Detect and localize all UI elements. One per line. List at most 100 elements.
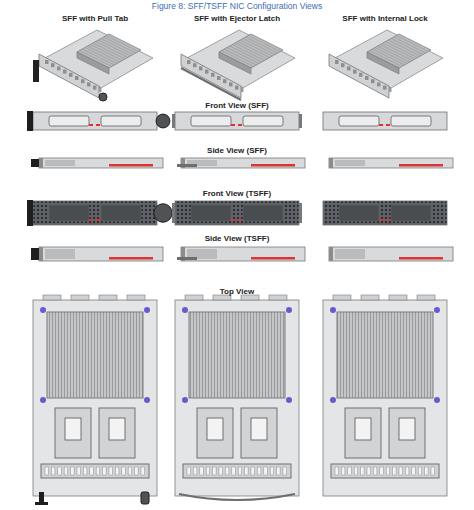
vent-slot — [51, 467, 55, 475]
edge-tab — [71, 295, 89, 300]
front-view — [27, 200, 172, 226]
top-view — [175, 295, 299, 500]
vent-hole — [341, 63, 345, 67]
card-outline — [175, 300, 299, 496]
vent-slot — [128, 467, 132, 475]
gold-finger — [251, 164, 295, 167]
card-side — [329, 158, 453, 168]
port-cage — [339, 205, 379, 221]
figure-title: Figure 8: SFF/TSFF NIC Configuration Vie… — [37, 1, 437, 11]
view-label: Side View (SFF) — [162, 146, 312, 155]
vent-slot — [77, 467, 81, 475]
isometric-card — [181, 30, 295, 100]
port-cage — [243, 116, 283, 126]
bracket-edge — [39, 158, 43, 168]
vent-slot — [122, 467, 126, 475]
thumb-screw — [154, 204, 172, 222]
vent-hole — [75, 76, 79, 80]
vent-slot — [219, 467, 223, 475]
vent-slot — [412, 467, 416, 475]
mount-screw — [144, 397, 150, 403]
heatsink — [337, 312, 433, 398]
vent-hole — [81, 79, 85, 83]
port-latch — [65, 418, 81, 440]
view-label: Front View (TSFF) — [162, 189, 312, 198]
vent-hole — [347, 66, 351, 70]
mount-screw — [286, 397, 292, 403]
thumb-screw — [156, 114, 170, 128]
port-cage — [101, 205, 141, 221]
port-cage — [197, 408, 233, 458]
pull-tab — [27, 111, 33, 131]
vent-hole — [45, 60, 49, 64]
heatsink — [189, 312, 285, 398]
front-bracket — [39, 54, 99, 98]
led — [238, 219, 242, 221]
vent-slot — [103, 467, 107, 475]
isometric-card — [33, 30, 153, 101]
front-bracket — [181, 54, 241, 98]
vent-slot — [135, 467, 139, 475]
bracket-face — [323, 112, 447, 130]
column-heading: SFF with Pull Tab — [20, 14, 170, 23]
led — [379, 124, 383, 126]
port-cage — [391, 205, 431, 221]
vent-slot — [45, 467, 49, 475]
vent-hole — [87, 82, 91, 86]
bracket-edge — [329, 158, 333, 168]
led — [386, 124, 390, 126]
led — [89, 124, 93, 126]
edge-tab — [269, 295, 287, 300]
heatsink-fin — [248, 36, 280, 52]
view-label: Top View — [162, 287, 312, 296]
vent-hole — [193, 63, 197, 67]
side-view — [31, 158, 163, 168]
pull-tab — [35, 502, 48, 505]
vent-slot — [232, 467, 236, 475]
vent-hole — [205, 70, 209, 74]
heatsink-fin — [396, 36, 428, 52]
vent-slot — [238, 467, 242, 475]
heatsink-fin — [394, 37, 426, 53]
vent-slot — [257, 467, 261, 475]
mount-screw — [40, 397, 46, 403]
edge-tab — [389, 295, 407, 300]
latch-end — [172, 203, 175, 223]
card-board — [335, 30, 443, 88]
vent-slot — [283, 467, 287, 475]
bracket-face — [33, 112, 157, 130]
vent-slot — [354, 467, 358, 475]
front-view — [323, 112, 447, 130]
vent-slot — [418, 467, 422, 475]
edge-tab — [333, 295, 351, 300]
card-side — [39, 247, 163, 261]
led — [96, 124, 100, 126]
card-side — [329, 247, 453, 261]
front-view — [172, 112, 302, 130]
port-cage — [101, 116, 141, 126]
view-label: Front View (SFF) — [162, 101, 312, 110]
vent-hole — [223, 79, 227, 83]
vent-slot — [71, 467, 75, 475]
card-outline — [323, 300, 447, 496]
vent-slot — [348, 467, 352, 475]
mount-screw — [330, 397, 336, 403]
vent-hole — [235, 86, 239, 90]
heatsink-fin — [106, 36, 138, 52]
vent-slot — [141, 467, 145, 475]
vent-slot — [225, 467, 229, 475]
isometric-card — [329, 30, 443, 98]
vent-slot — [213, 467, 217, 475]
mount-screw — [286, 307, 292, 313]
port-cage — [49, 116, 89, 126]
led — [379, 219, 383, 221]
led — [96, 219, 100, 221]
port-cage — [191, 205, 231, 221]
vent-hole — [93, 86, 97, 90]
pull-tab — [31, 159, 39, 167]
vent-hole — [211, 73, 215, 77]
led — [89, 219, 93, 221]
front-view — [27, 111, 170, 131]
front-view — [323, 201, 447, 225]
